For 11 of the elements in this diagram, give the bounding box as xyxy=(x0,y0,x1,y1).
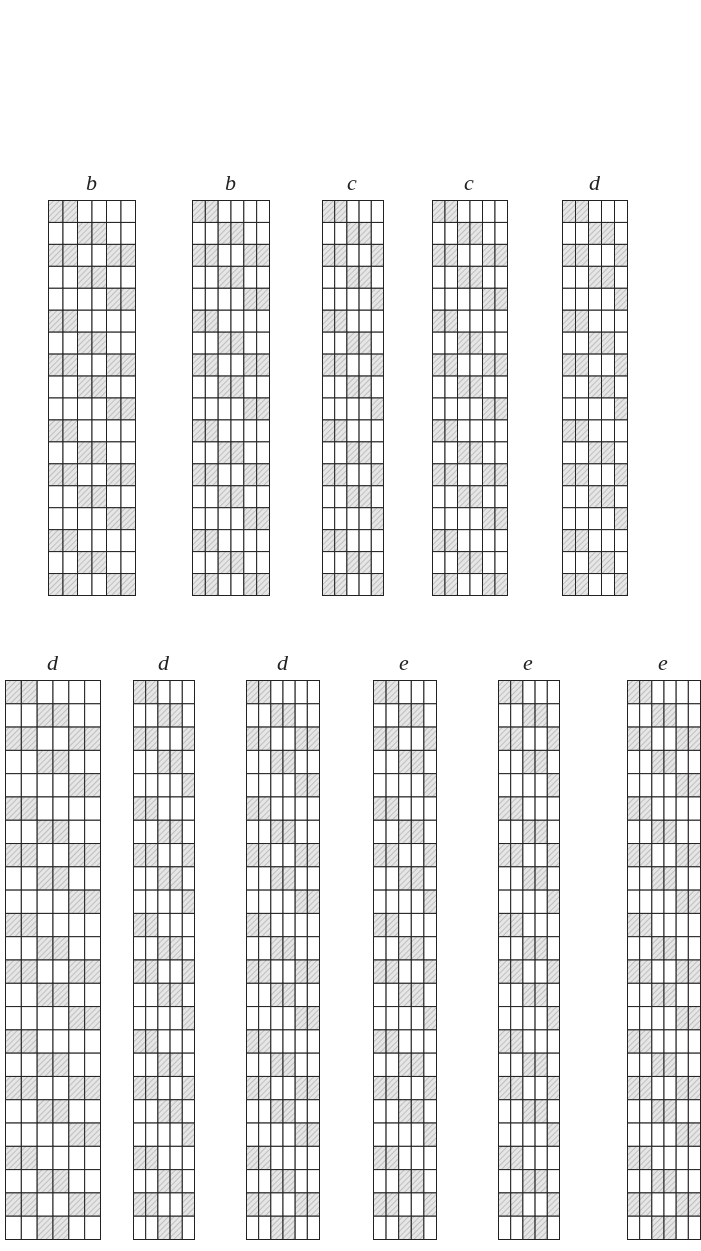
grid-letter: b xyxy=(225,172,236,194)
grid-letter: e xyxy=(523,652,533,674)
grid-letter: d xyxy=(589,172,600,194)
grid-letter: e xyxy=(399,652,409,674)
grid-letter: d xyxy=(158,652,169,674)
grid-letter: c xyxy=(464,172,474,194)
grid-letter: e xyxy=(658,652,668,674)
grid-letter: b xyxy=(86,172,97,194)
grid-letter: d xyxy=(47,652,58,674)
grid-letter: d xyxy=(277,652,288,674)
grid-letter: c xyxy=(347,172,357,194)
